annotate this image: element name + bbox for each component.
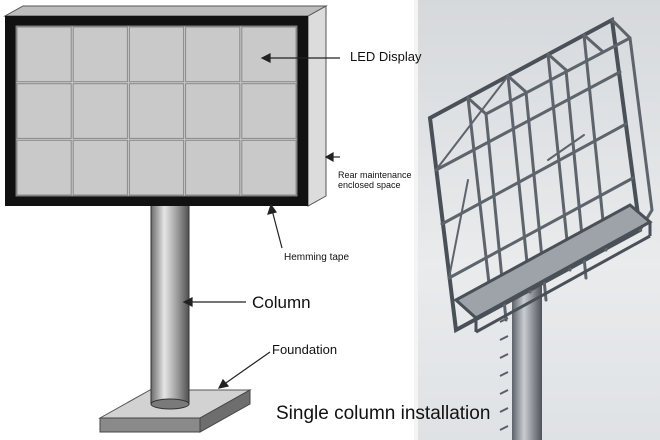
label-column: Column (252, 293, 311, 312)
label-led-display: LED Display (350, 49, 422, 64)
led-module (185, 26, 241, 83)
label-hemming-tape: Hemming tape (284, 252, 350, 263)
led-module (72, 139, 128, 196)
led-module (128, 83, 185, 139)
steel-frame-render (414, 0, 660, 440)
led-module (185, 139, 241, 196)
led-module (16, 26, 72, 83)
led-module (185, 83, 241, 139)
arrow-foundation (222, 351, 271, 386)
cabinet-side (307, 5, 327, 207)
column-pole (150, 197, 190, 410)
led-module-grid (16, 26, 297, 196)
cabinet-top (3, 5, 328, 17)
led-module (72, 83, 128, 139)
pointer-arrows (182, 53, 340, 389)
render-platform (453, 203, 653, 334)
led-module (72, 26, 128, 83)
led-module (241, 139, 297, 196)
led-module (16, 139, 72, 196)
led-module (128, 139, 185, 196)
caption-single-column-installation: Single column installation (276, 403, 491, 424)
label-rear-maintenance: Rear maintenance enclosed space (338, 170, 412, 190)
arrow-hemming-tape (271, 209, 283, 249)
schematic-drawing (3, 5, 340, 433)
label-foundation: Foundation (272, 342, 338, 357)
led-module (128, 26, 185, 83)
render-truss (427, 16, 654, 334)
led-module (16, 83, 72, 139)
led-module (241, 83, 297, 139)
